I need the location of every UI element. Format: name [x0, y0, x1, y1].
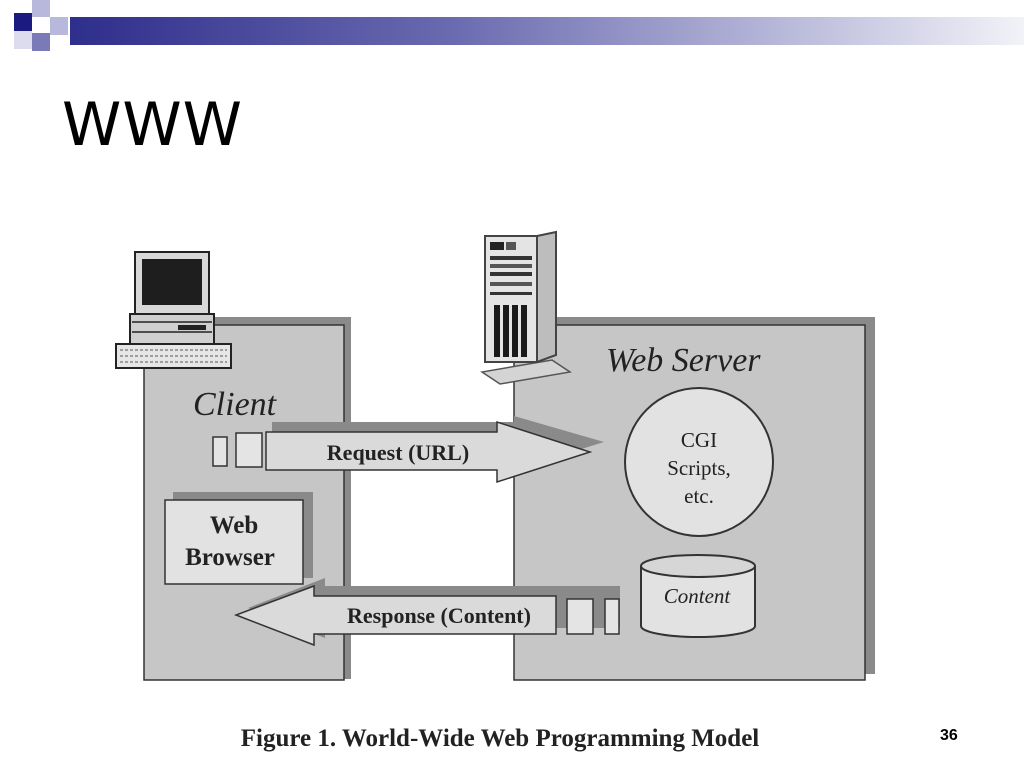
- response-label: Response (Content): [347, 603, 531, 628]
- cgi-label-line2: Scripts,: [667, 456, 731, 480]
- cgi-scripts-circle: CGI Scripts, etc.: [624, 387, 774, 537]
- request-arrow: Request (URL): [212, 416, 604, 484]
- cgi-label-line3: etc.: [684, 484, 714, 508]
- web-browser-label-line1: Web: [210, 512, 259, 539]
- slide-title: WWW: [62, 90, 243, 160]
- content-label: Content: [664, 584, 732, 608]
- figure-caption: Figure 1. World-Wide Web Programming Mod…: [240, 725, 760, 752]
- web-browser-box: Web Browser: [164, 492, 313, 585]
- cgi-label-line1: CGI: [681, 428, 717, 452]
- client-label: Client: [193, 386, 278, 423]
- server-tower-icon: [480, 230, 572, 385]
- request-label: Request (URL): [327, 440, 469, 465]
- response-arrow: Response (Content): [233, 578, 620, 647]
- desktop-computer-icon: [115, 251, 232, 369]
- header-gradient-bar: [70, 17, 1024, 45]
- content-database-cylinder: Content: [640, 554, 756, 638]
- web-server-label: Web Server: [606, 342, 761, 379]
- slide-number: 36: [940, 727, 958, 744]
- web-browser-label-line2: Browser: [185, 544, 275, 571]
